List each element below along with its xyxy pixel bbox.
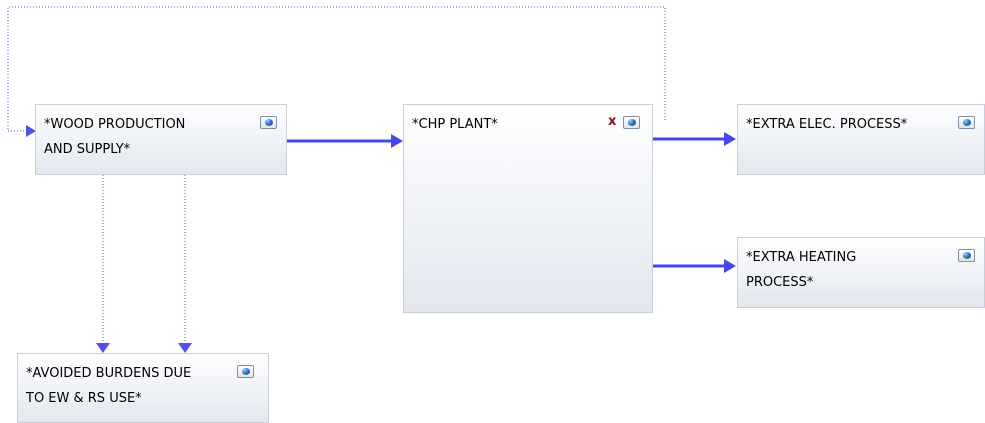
globe-icon[interactable] (623, 116, 640, 129)
node-label: *EXTRA HEATING PROCESS* (746, 250, 857, 290)
globe-icon[interactable] (237, 365, 254, 378)
error-x-icon[interactable]: x (608, 114, 617, 129)
node-label: *EXTRA ELEC. PROCESS* (746, 117, 908, 132)
process-node-extra-heating[interactable]: *EXTRA HEATING PROCESS* (737, 237, 985, 308)
flow-arrowhead-elec (724, 132, 736, 146)
flow-arrowhead-avoided-1 (96, 343, 110, 353)
feedback-arrowhead (26, 125, 36, 137)
process-node-extra-elec[interactable]: *EXTRA ELEC. PROCESS* (737, 104, 985, 175)
feedback-connector-chp-to-wood[interactable] (7, 6, 666, 132)
node-label: *WOOD PRODUCTION AND SUPPLY* (44, 117, 186, 157)
flow-arrowhead-heat (724, 259, 736, 273)
process-node-wood-production[interactable]: *WOOD PRODUCTION AND SUPPLY* (35, 104, 287, 175)
globe-icon[interactable] (958, 116, 975, 129)
globe-icon[interactable] (260, 116, 277, 129)
flow-arrowhead-chp (391, 134, 403, 148)
globe-icon[interactable] (958, 249, 975, 262)
node-label: *CHP PLANT* (412, 117, 498, 132)
process-node-avoided-burdens[interactable]: *AVOIDED BURDENS DUE TO EW & RS USE* (17, 353, 269, 423)
node-label: *AVOIDED BURDENS DUE TO EW & RS USE* (26, 366, 192, 406)
flow-arrowhead-avoided-2 (178, 343, 192, 353)
process-node-chp-plant[interactable]: *CHP PLANT* x (403, 104, 653, 313)
